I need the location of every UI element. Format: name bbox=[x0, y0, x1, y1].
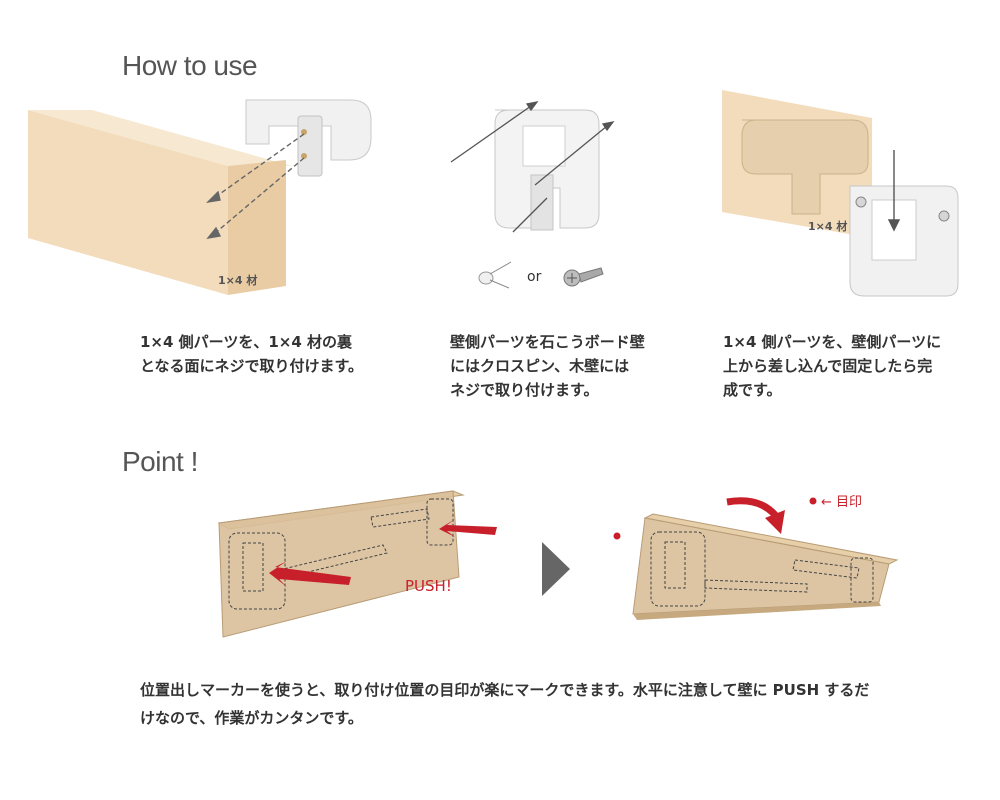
step1-caption-line: となる面にネジで取り付けます。 bbox=[140, 357, 364, 375]
step1-board-face bbox=[28, 110, 228, 295]
marker-legend: ← 目印 bbox=[821, 495, 862, 510]
push-label: PUSH! bbox=[405, 577, 452, 595]
screw-icon bbox=[563, 267, 604, 287]
step1-caption: 1×4 側パーツを、1×4 材の裏 となる面にネジで取り付けます。 bbox=[140, 330, 363, 378]
step1-caption-line: 1×4 側パーツを、1×4 材の裏 bbox=[140, 333, 353, 351]
push-board-face bbox=[218, 490, 460, 638]
step1-figure: 1×4 材 bbox=[28, 99, 372, 295]
step3-board-label: 1×4 材 bbox=[808, 219, 847, 233]
step2-arrows bbox=[450, 101, 615, 233]
push-arrow-left bbox=[269, 561, 351, 587]
wall-bracket-part bbox=[245, 99, 372, 177]
point-description-line: けなので、作業がカンタンです。 bbox=[140, 709, 363, 727]
next-triangle-icon bbox=[542, 542, 570, 596]
result-board-bottom bbox=[633, 602, 881, 620]
how-to-use-heading: How to use bbox=[122, 50, 258, 81]
board-bracket-part bbox=[494, 109, 600, 231]
cross-pin-icon bbox=[478, 261, 512, 289]
screw-direction-arrows bbox=[205, 133, 305, 239]
step2-caption-line: にはクロスピン、木壁には bbox=[450, 357, 630, 375]
step2-caption: 壁側パーツを石こうボード壁 にはクロスピン、木壁には ネジで取り付けます。 bbox=[450, 330, 645, 402]
step3-caption-line: 1×4 側パーツを、壁側パーツに bbox=[723, 333, 942, 351]
step3-figure: 1×4 材 bbox=[722, 90, 959, 297]
step3-caption-line: 成です。 bbox=[723, 381, 782, 399]
step3-caption: 1×4 側パーツを、壁側パーツに 上から差し込んで固定したら完 成です。 bbox=[723, 330, 941, 402]
marker-legend-dot bbox=[809, 497, 817, 505]
point-figure-push: PUSH! bbox=[217, 490, 497, 638]
step2-caption-line: 壁側パーツを石こうボード壁 bbox=[450, 333, 645, 351]
step3-bracket-assembled bbox=[849, 185, 959, 297]
step1-board-label: 1×4 材 bbox=[218, 273, 257, 287]
flip-arrow-head bbox=[765, 510, 785, 534]
step3-caption-line: 上から差し込んで固定したら完 bbox=[723, 357, 933, 375]
point-description-line: 位置出しマーカーを使うと、取り付け位置の目印が楽にマークできます。水平に注意して… bbox=[140, 681, 870, 699]
point-description: 位置出しマーカーを使うと、取り付け位置の目印が楽にマークできます。水平に注意して… bbox=[140, 676, 980, 732]
point-figure-result: ← 目印 bbox=[613, 495, 899, 620]
step2-figure: or bbox=[450, 101, 615, 289]
or-label: or bbox=[527, 269, 542, 285]
step2-caption-line: ネジで取り付けます。 bbox=[450, 381, 599, 399]
step1-board-top bbox=[28, 110, 292, 166]
step1-board-end bbox=[228, 160, 286, 295]
step3-ghost-bracket bbox=[741, 119, 869, 215]
step3-down-arrow bbox=[887, 150, 901, 232]
red-mark-dot bbox=[613, 532, 621, 540]
result-dashed-outline bbox=[650, 531, 874, 607]
push-arrow-right bbox=[439, 519, 497, 537]
point-heading: Point ! bbox=[122, 446, 198, 477]
